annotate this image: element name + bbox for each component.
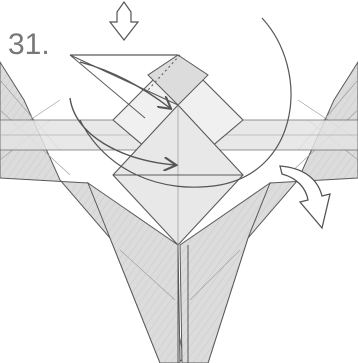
push-arrow-icon	[110, 2, 138, 40]
